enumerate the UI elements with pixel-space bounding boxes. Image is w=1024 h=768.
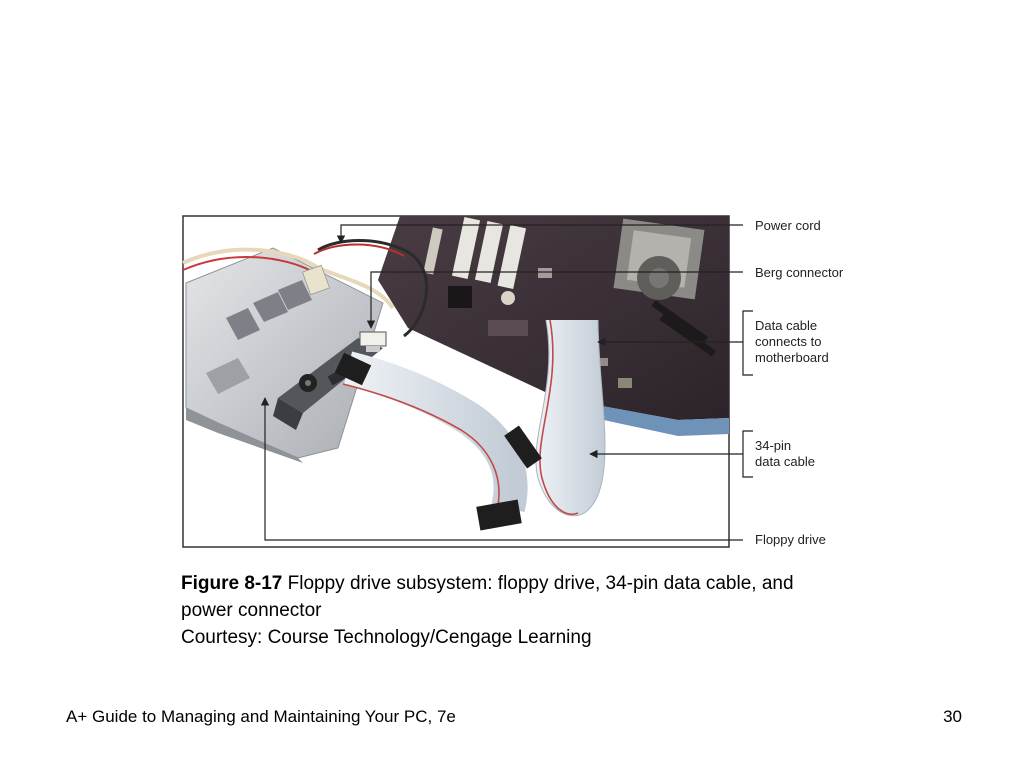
figure-caption: Figure 8-17 Floppy drive subsystem: flop… (181, 570, 841, 651)
callout-brackets (742, 310, 753, 478)
leader-power-cord (336, 224, 743, 244)
callout-34-pin-line1: 34-pin (755, 438, 791, 453)
leader-berg-connector (366, 271, 743, 329)
callout-power-cord: Power cord (755, 218, 821, 233)
figure-photo-illustration: Power cord Berg connector Data cable con… (182, 215, 844, 548)
callout-berg-connector: Berg connector (755, 265, 844, 280)
callout-data-cable-line1: Data cable (755, 318, 817, 333)
callout-data-cable-line3: motherboard (755, 350, 829, 365)
figure-credit: Courtesy: Course Technology/Cengage Lear… (181, 627, 592, 648)
callout-34-pin-line2: data cable (755, 454, 815, 469)
data-cable (334, 319, 606, 531)
figure-number: Figure 8-17 (181, 573, 283, 594)
figure-description: Floppy drive subsystem: floppy drive, 34… (181, 573, 794, 621)
slide-number: 30 (943, 707, 962, 726)
motherboard (378, 216, 729, 436)
callout-leaders (260, 224, 743, 541)
berg-connector (359, 331, 387, 352)
floppy-subsystem-figure: Power cord Berg connector Data cable con… (178, 208, 868, 556)
footer-title: A+ Guide to Managing and Maintaining You… (66, 707, 456, 726)
callout-data-cable-line2: connects to (755, 334, 822, 349)
leader-floppy-drive (260, 397, 743, 541)
callout-floppy-drive: Floppy drive (755, 532, 826, 547)
drive-cage (185, 247, 384, 463)
